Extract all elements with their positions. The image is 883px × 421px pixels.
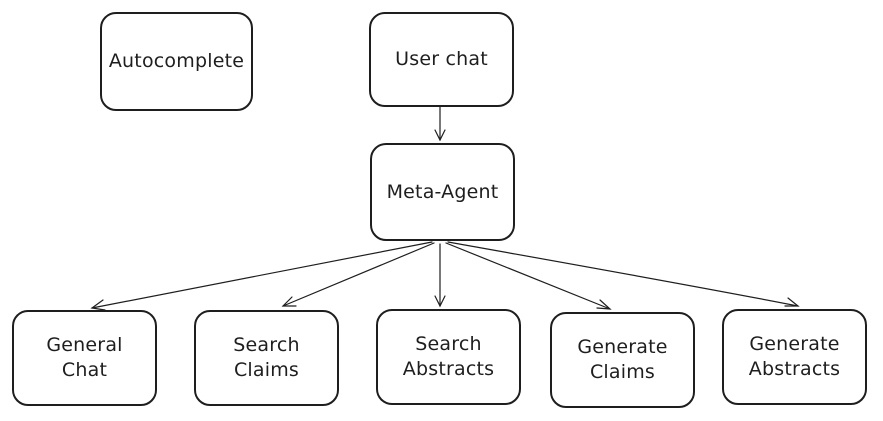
node-generate-abstracts-label-line1: Generate bbox=[749, 333, 840, 355]
node-generate-claims[interactable]: Generate Claims bbox=[550, 312, 695, 408]
edge-meta-agent-to-search-abstracts bbox=[434, 243, 446, 308]
node-search-abstracts-label-line2: Abstracts bbox=[402, 358, 495, 380]
node-search-abstracts-label-line1: Search bbox=[415, 333, 482, 355]
node-search-claims-label-line1: Search bbox=[233, 334, 300, 356]
edge-meta-agent-to-generate-claims bbox=[445, 242, 612, 310]
edge-user-chat-to-meta-agent bbox=[434, 106, 446, 142]
node-search-abstracts[interactable]: Search Abstracts bbox=[376, 309, 521, 405]
node-generate-abstracts-label-line2: Abstracts bbox=[748, 358, 841, 380]
node-generate-abstracts[interactable]: Generate Abstracts bbox=[722, 309, 867, 405]
node-meta-agent-label: Meta-Agent bbox=[386, 180, 499, 203]
edge-meta-agent-to-search-claims bbox=[281, 242, 435, 307]
node-user-chat[interactable]: User chat bbox=[369, 12, 514, 107]
node-generate-claims-label-line2: Claims bbox=[589, 361, 656, 383]
node-autocomplete[interactable]: Autocomplete bbox=[100, 12, 253, 111]
edge-meta-agent-to-general-chat bbox=[90, 241, 433, 311]
edge-meta-agent-to-generate-abstracts bbox=[447, 241, 800, 307]
node-general-chat[interactable]: General Chat bbox=[12, 310, 157, 406]
node-generate-claims-label-line1: Generate bbox=[577, 336, 668, 358]
node-general-chat-label-line1: General bbox=[46, 334, 123, 356]
node-search-claims[interactable]: Search Claims bbox=[194, 310, 339, 406]
node-meta-agent[interactable]: Meta-Agent bbox=[370, 143, 515, 241]
node-general-chat-label-line2: Chat bbox=[61, 359, 108, 381]
node-user-chat-label: User chat bbox=[395, 48, 488, 70]
node-autocomplete-label: Autocomplete bbox=[108, 50, 245, 72]
node-search-claims-label-line2: Claims bbox=[233, 359, 300, 381]
